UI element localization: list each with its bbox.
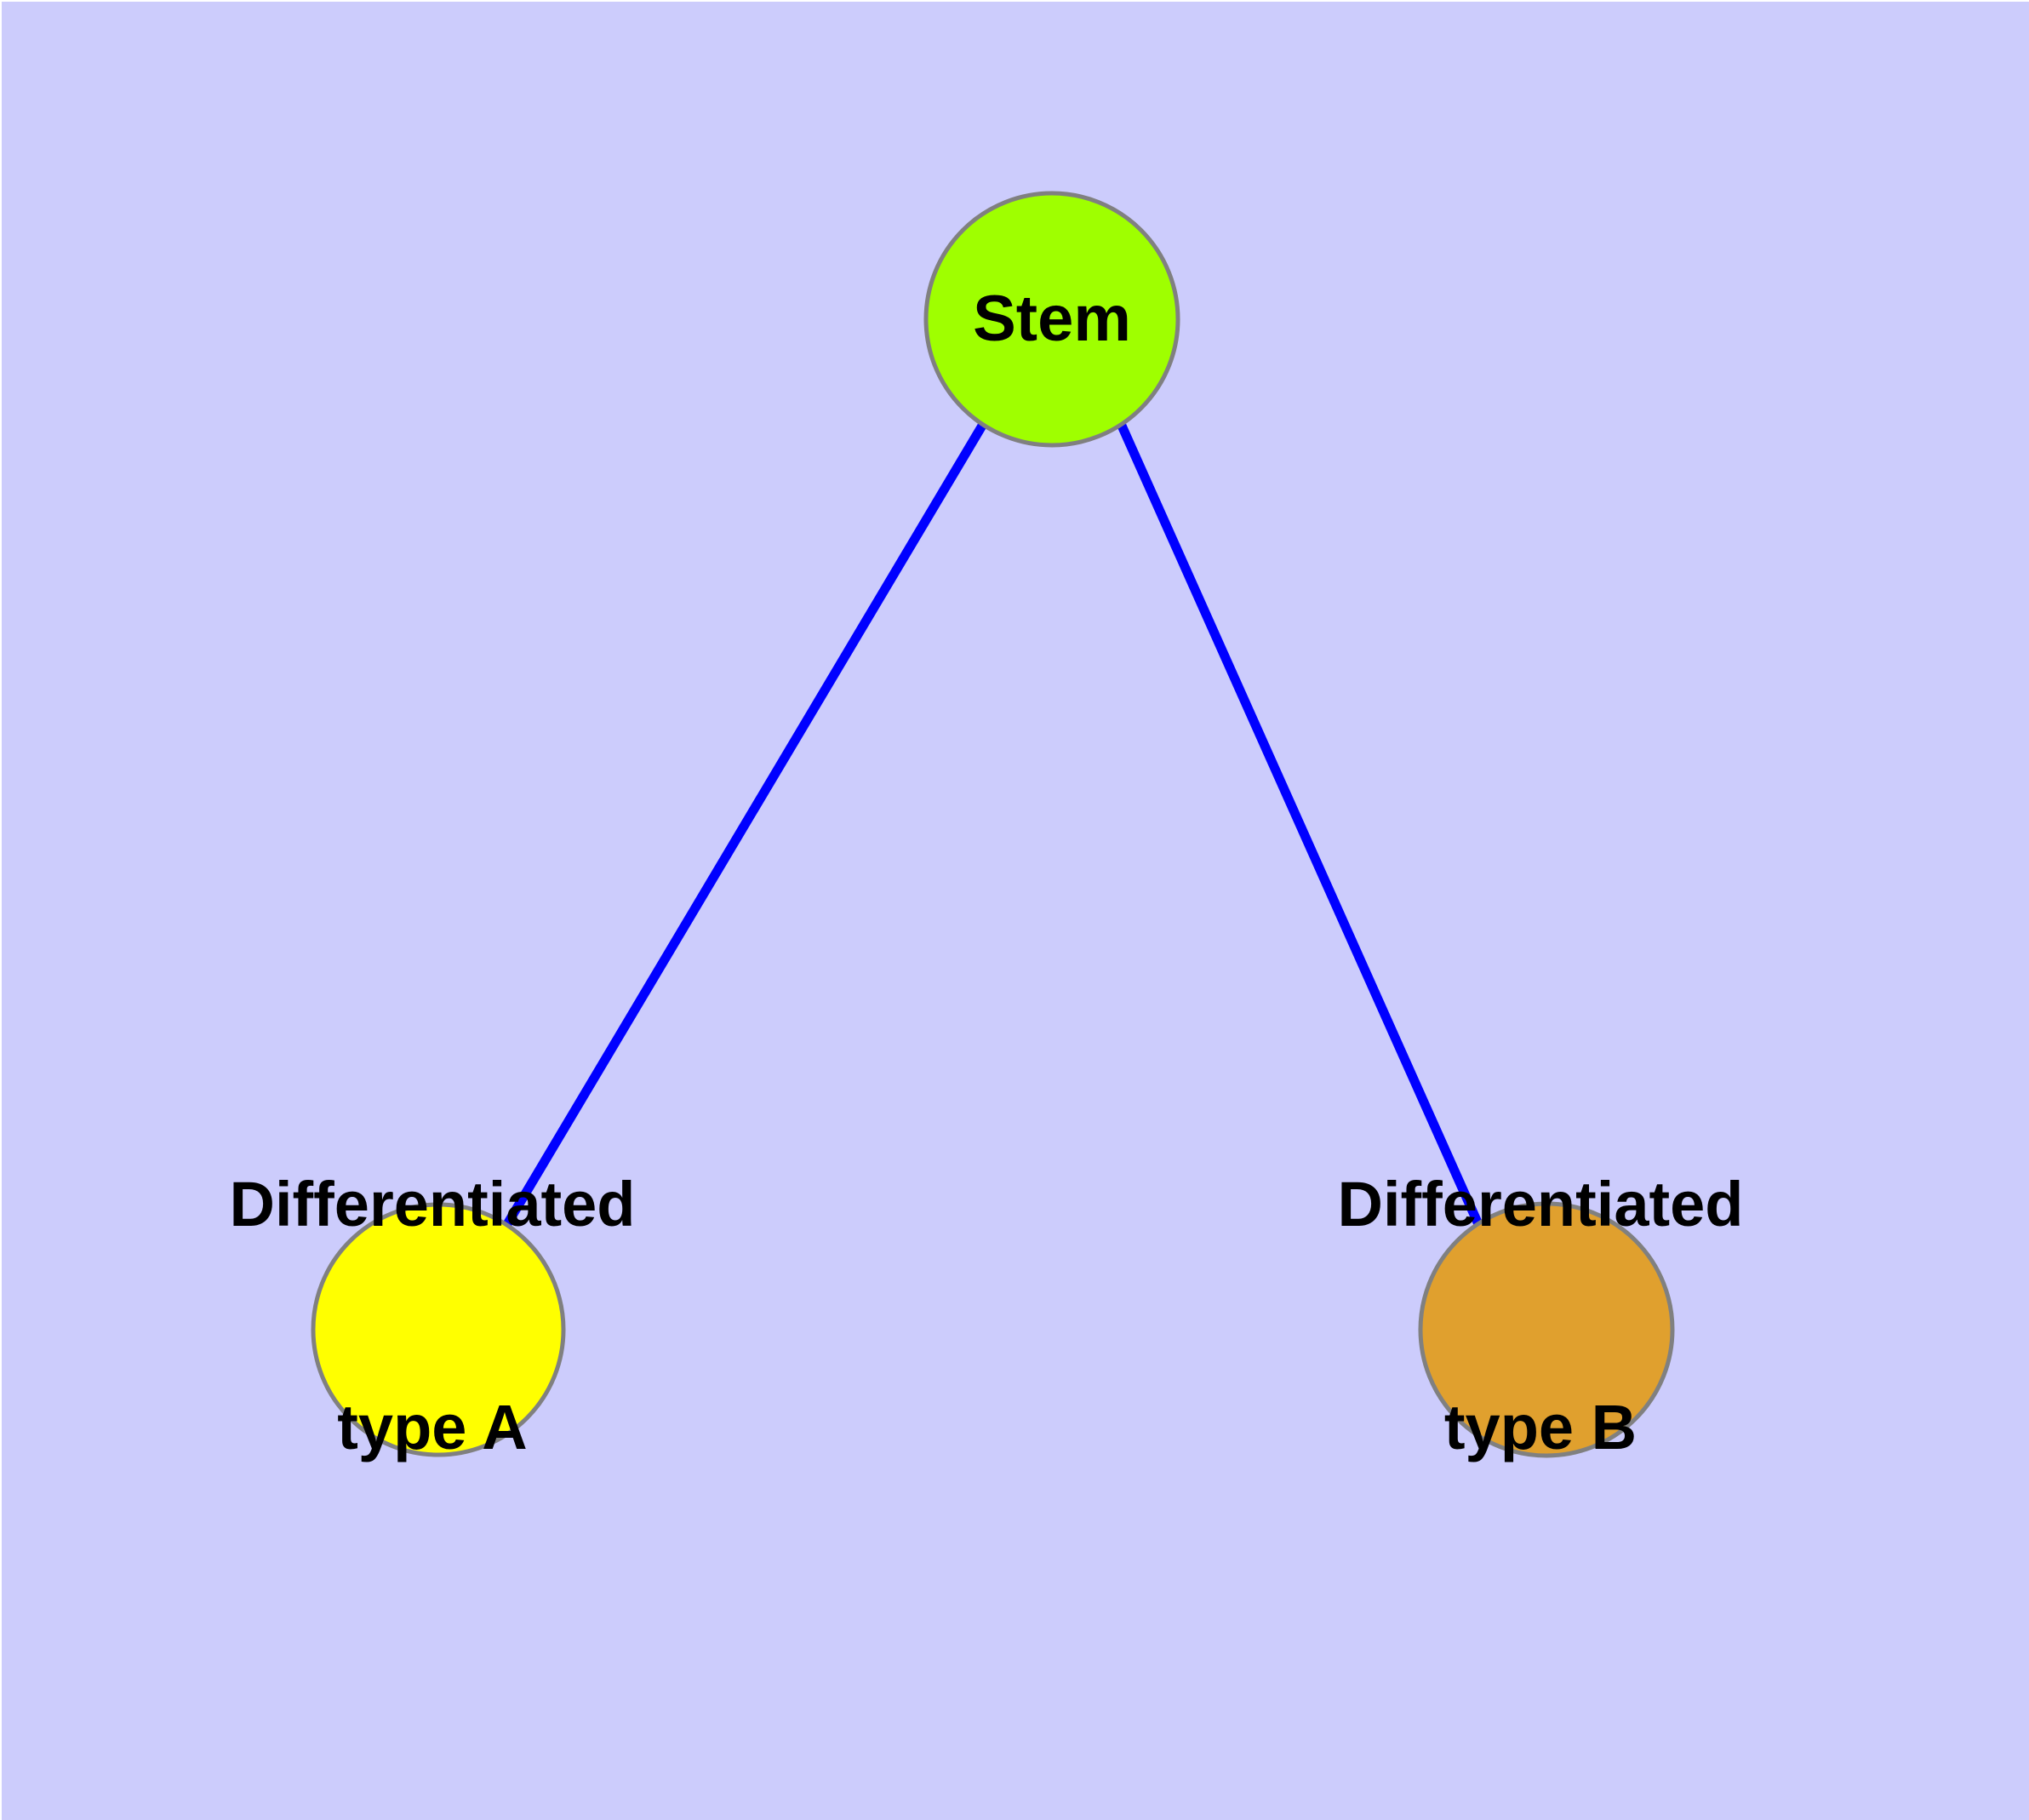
node-circle-stem[interactable] [923, 191, 1180, 448]
edge-layer [503, 423, 1483, 1227]
edge-stem-to-diff-a [503, 423, 986, 1227]
node-layer [311, 191, 1675, 1458]
edge-stem-to-diff-b [1117, 423, 1483, 1227]
node-circle-diff-a[interactable] [311, 1202, 566, 1457]
node-circle-diff-b[interactable] [1418, 1201, 1675, 1458]
